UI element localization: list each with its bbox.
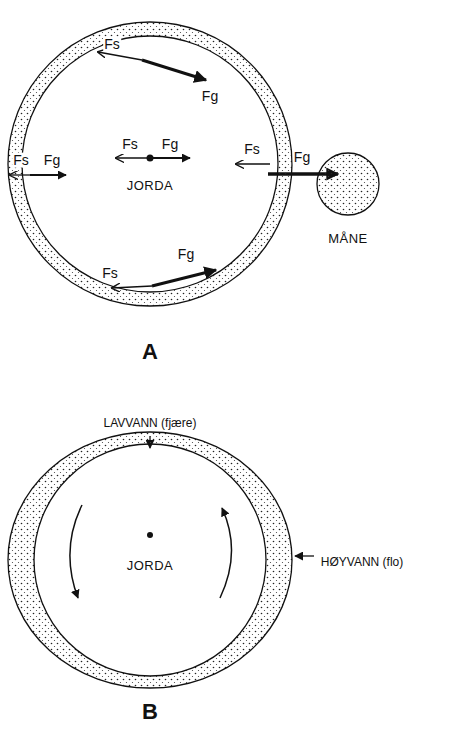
panel-letter: A [141,340,159,363]
force-label: Fg [201,89,219,104]
force-label: Fg [43,153,61,168]
force-label: Fg [177,247,195,262]
force-label: Fs [12,153,30,168]
force-label: Fs [103,37,121,52]
force-label: Fg [293,150,311,165]
force-label: Fg [161,137,179,152]
panel-letter: B [141,700,159,723]
moon-circle: MÅNE [312,148,384,248]
tide-label: LAVVANN (fjære) [103,417,198,430]
tide-label: HØYVANN (flo) [319,556,405,569]
body-name: JORDA [127,558,174,573]
force-label: Fs [101,266,119,281]
earth-tide-shape: JORDA [8,432,292,688]
body-name: MÅNE [328,231,368,246]
force-label: Fs [243,142,261,157]
force-label: Fs [121,137,139,152]
body-name: JORDA [127,178,174,193]
